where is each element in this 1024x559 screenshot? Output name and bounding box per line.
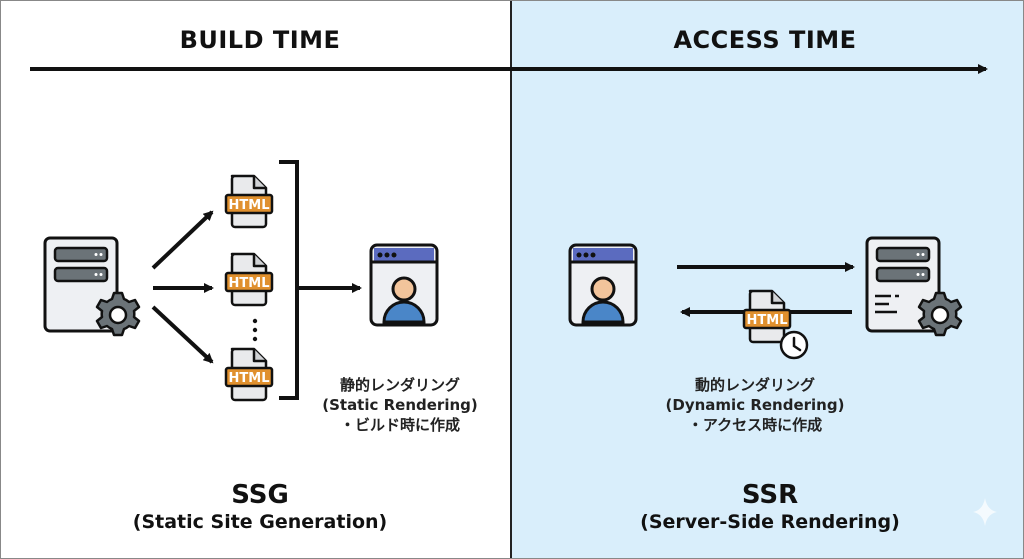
ssr-caption-english: (Dynamic Rendering) <box>665 396 845 414</box>
ssg-abbreviation: SSG <box>231 480 289 510</box>
arrow-to-html-1 <box>151 210 214 270</box>
html-file-label: HTML <box>747 313 788 328</box>
html-file-icon-3: HTML <box>224 347 274 402</box>
ssr-caption-note: ・アクセス時に作成 <box>687 416 823 434</box>
clock-icon <box>779 330 809 360</box>
html-file-label: HTML <box>229 371 270 386</box>
html-file-label: HTML <box>229 198 270 213</box>
ssr-caption-title: 動的レンダリング <box>694 376 815 394</box>
html-file-label: HTML <box>229 276 270 291</box>
access-time-heading: ACCESS TIME <box>673 26 857 54</box>
ssr-full-name: (Server-Side Rendering) <box>640 511 900 533</box>
grouping-bracket <box>279 160 299 400</box>
ssg-full-name: (Static Site Generation) <box>132 511 388 533</box>
ssg-browser-user-icon <box>369 243 439 327</box>
sparkle-icon <box>973 498 997 526</box>
ellipsis-dots <box>252 318 258 342</box>
ssg-caption-note: ・ビルド時に作成 <box>339 416 460 434</box>
ssg-caption-title: 静的レンダリング <box>339 376 460 394</box>
panel-divider <box>510 0 512 559</box>
ssg-caption-english: (Static Rendering) <box>322 396 478 414</box>
ssg-caption: 静的レンダリング (Static Rendering) ・ビルド時に作成 <box>300 375 500 435</box>
html-file-icon-1: HTML <box>224 174 274 229</box>
ssr-browser-user-icon <box>568 243 638 327</box>
html-file-icon-2: HTML <box>224 252 274 307</box>
arrow-to-html-3 <box>151 305 214 364</box>
ssr-title-block: SSR (Server-Side Rendering) <box>640 480 900 534</box>
build-time-heading: BUILD TIME <box>179 26 341 54</box>
ssr-abbreviation: SSR <box>741 480 799 510</box>
ssr-caption: 動的レンダリング (Dynamic Rendering) ・アクセス時に作成 <box>640 375 870 435</box>
ssr-html-file-icon: HTML <box>742 289 792 344</box>
ssg-title-block: SSG (Static Site Generation) <box>130 480 390 534</box>
